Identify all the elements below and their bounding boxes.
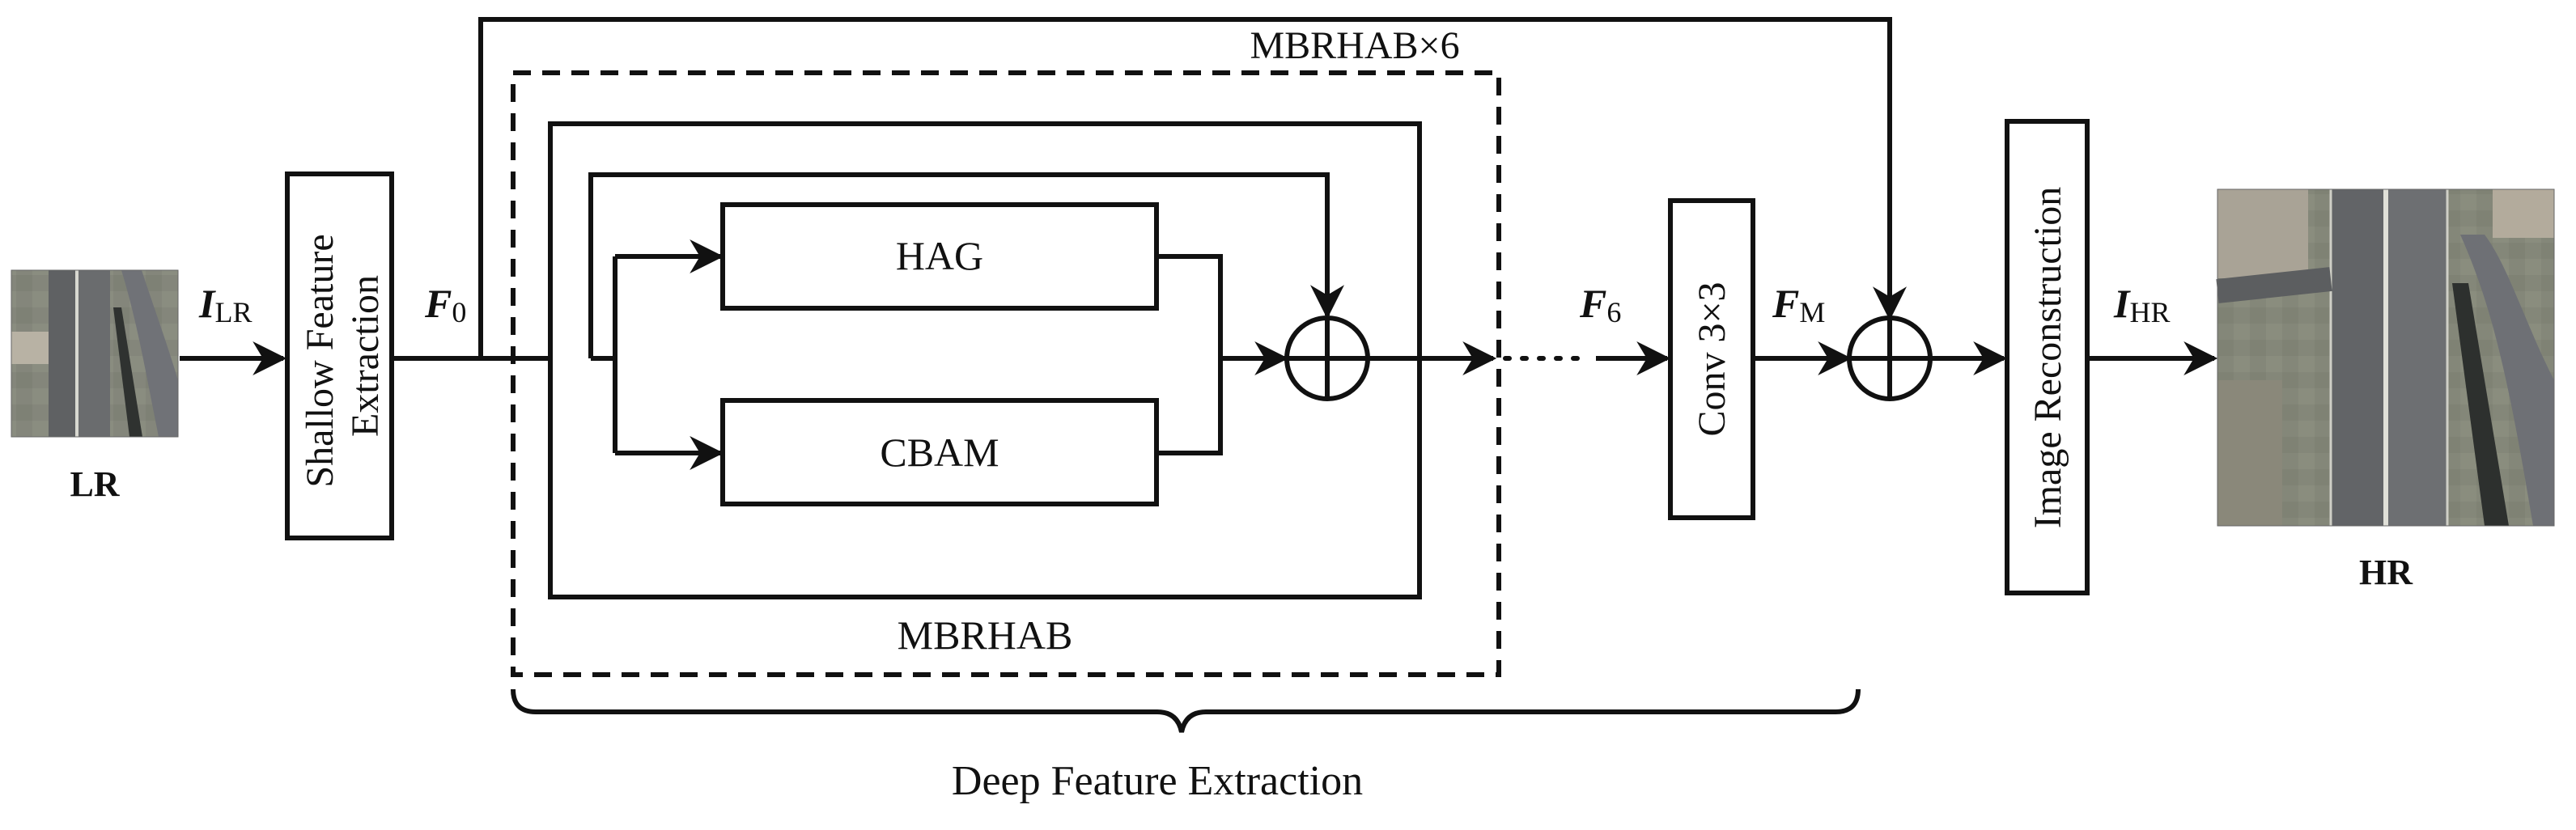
mbrhab-label: MBRHAB: [898, 612, 1073, 658]
mbrhab-group-dashed: [511, 70, 1501, 677]
signal-i-hr: IHR: [2113, 281, 2170, 328]
signal-i-lr: ILR: [198, 281, 252, 328]
reconstruction-label: Image Reconstruction: [2026, 187, 2069, 529]
global-skip-connection: [478, 17, 1907, 358]
signal-f0-main: F: [424, 281, 452, 326]
cbam-box: [720, 398, 1159, 506]
signal-i-hr-main: I: [2113, 281, 2131, 326]
signal-i-hr-sub: HR: [2129, 296, 2170, 328]
deep-feature-brace: [511, 688, 1861, 733]
signal-i-lr-main: I: [198, 281, 216, 326]
shallow-feature-label: Shallow Feature Extraction: [299, 224, 387, 487]
sum-node-1: [1284, 315, 1370, 401]
hag-box: [720, 202, 1159, 311]
branch-merge: [1156, 254, 1223, 455]
signal-f6-main: F: [1579, 281, 1606, 326]
signal-fm-main: F: [1772, 281, 1799, 326]
lr-label: LR: [70, 464, 120, 504]
hag-label: HAG: [896, 233, 983, 278]
conv-box: [1668, 198, 1755, 520]
local-skip-connection: [588, 172, 1344, 358]
signal-f0: F0: [424, 281, 466, 328]
signal-f6: F6: [1579, 281, 1621, 328]
shallow-line-2: Extraction: [344, 275, 387, 437]
signal-fm-sub: M: [1799, 296, 1825, 328]
signal-i-lr-sub: LR: [214, 296, 252, 328]
conv-label: Conv 3×3: [1691, 282, 1734, 436]
hr-label: HR: [2359, 553, 2413, 592]
deep-feature-label: Deep Feature Extraction: [952, 758, 1363, 804]
mbrhab-x6-label: MBRHAB×6: [1250, 24, 1459, 67]
signal-fm: FM: [1772, 281, 1825, 328]
hr-image: [2216, 188, 2555, 527]
cbam-label: CBAM: [880, 430, 999, 475]
lr-image: [11, 269, 179, 438]
sum-node-2: [1847, 315, 1933, 401]
signal-f6-sub: 6: [1606, 296, 1621, 328]
signal-f0-sub: 0: [452, 296, 466, 328]
shallow-line-1: Shallow Feature: [299, 234, 342, 487]
